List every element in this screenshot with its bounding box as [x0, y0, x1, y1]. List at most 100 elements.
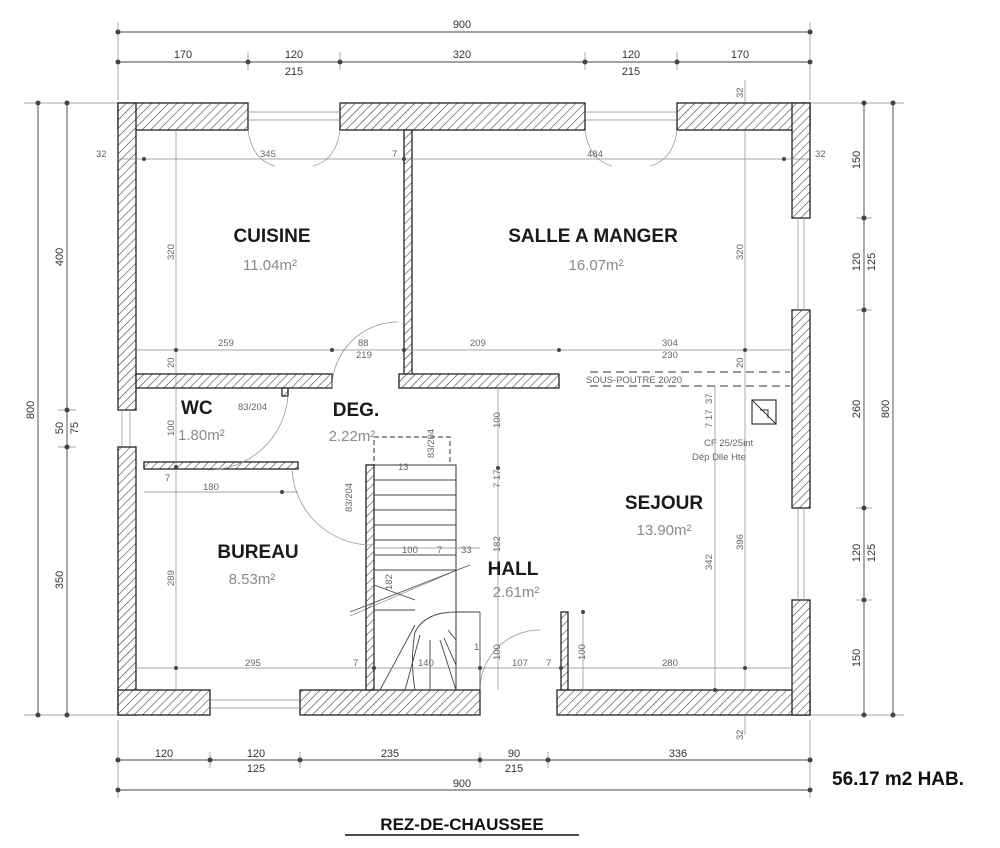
- dim-100-d: 100: [577, 644, 588, 660]
- dim-left-seg-1: 400: [54, 248, 66, 266]
- cf-label: CF 25/25int: [704, 438, 753, 449]
- dim-280: 280: [662, 658, 678, 669]
- dim-bottom-seg-4: 90: [508, 748, 520, 760]
- dim-bottom-seg-5: 336: [669, 748, 687, 760]
- dim-32-bottom: 32: [735, 729, 746, 740]
- dim-bottom-overall: 900: [453, 778, 471, 790]
- dim-32-left: 32: [96, 149, 107, 160]
- dim-219: 219: [356, 350, 372, 361]
- dim-top-sub-b: 215: [622, 66, 640, 78]
- dim-bottom-seg-2: 120: [247, 748, 265, 760]
- dim-7-bot-a: 7: [353, 658, 358, 669]
- dim-295: 295: [245, 658, 261, 669]
- dim-88: 88: [358, 338, 369, 349]
- dim-right-seg-3: 260: [851, 400, 863, 418]
- openings: [121, 111, 805, 709]
- staircase: [349, 436, 481, 691]
- dim-right-seg-4: 120: [851, 544, 863, 562]
- exterior-walls: [117, 102, 811, 716]
- dep-label: Dép Dlle Hte: [692, 452, 746, 463]
- dim-7-100: 7: [437, 545, 442, 556]
- dim-140: 140: [418, 658, 434, 669]
- room-bureau-name: BUREAU: [217, 542, 298, 563]
- dim-top-seg-5: 170: [731, 49, 749, 61]
- room-deg-area: 2.22m²: [329, 428, 376, 445]
- dim-100-a: 100: [166, 420, 177, 436]
- room-sejour-name: SEJOUR: [625, 493, 703, 514]
- dims-left: 800 400 50 75 350: [24, 100, 120, 718]
- chimney-flue-icon: [751, 399, 777, 425]
- dim-484: 484: [587, 149, 603, 160]
- dim-right-sub-b: 125: [866, 544, 878, 562]
- dim-180: 180: [203, 482, 219, 493]
- dim-304: 304: [662, 338, 678, 349]
- dim-33: 33: [461, 545, 472, 556]
- dim-bottom-sub-b: 215: [505, 763, 523, 775]
- dim-1: 1: [474, 642, 479, 653]
- dim-107: 107: [512, 658, 528, 669]
- door-swings: [207, 321, 541, 691]
- dim-83-204-c: 83/204: [344, 483, 355, 512]
- room-salle-name: SALLE A MANGER: [508, 226, 678, 247]
- dim-83-204-b: 83/204: [426, 429, 437, 458]
- dim-342: 342: [704, 554, 715, 570]
- dim-top-overall: 900: [453, 19, 471, 31]
- dim-top-seg-2: 120: [285, 49, 303, 61]
- dim-83-204-a: 83/204: [238, 402, 267, 413]
- dim-left-seg-2: 50: [54, 422, 66, 434]
- dim-100-e: 100: [402, 545, 418, 556]
- sous-poutre-label: SOUS-POUTRE 20/20: [586, 375, 682, 386]
- room-bureau-area: 8.53m²: [229, 571, 276, 588]
- room-wc-name: WC: [181, 398, 213, 419]
- room-cuisine-name: CUISINE: [233, 226, 310, 247]
- room-salle-area: 16.07m²: [568, 257, 623, 274]
- dim-bottom-seg-3: 235: [381, 748, 399, 760]
- dim-259: 259: [218, 338, 234, 349]
- dim-right-seg-5: 150: [851, 649, 863, 667]
- dim-20-b: 20: [735, 357, 746, 368]
- dim-289: 289: [166, 570, 177, 586]
- dim-7-17-b: 7 17: [704, 410, 715, 429]
- dim-345: 345: [260, 149, 276, 160]
- dim-7-wc: 7: [165, 473, 170, 484]
- total-habitable-area: 56.17 m2 HAB.: [832, 769, 964, 790]
- interior-dim-text: 32 345 7 484 32 32 32 320 320 259 88 219…: [96, 87, 826, 740]
- dim-top-seg-1: 170: [174, 49, 192, 61]
- dim-left-overall: 800: [25, 401, 37, 419]
- room-labels: CUISINE 11.04m² SALLE A MANGER 16.07m² W…: [178, 226, 703, 601]
- room-hall-name: HALL: [488, 559, 539, 580]
- dim-20-a: 20: [166, 357, 177, 368]
- dim-100-b: 100: [492, 412, 503, 428]
- interior-walls: [135, 129, 790, 691]
- dim-top-sub-a: 215: [285, 66, 303, 78]
- dim-320-a: 320: [166, 244, 177, 260]
- dim-left-seg-3: 350: [54, 571, 66, 589]
- dim-320-b: 320: [735, 244, 746, 260]
- room-deg-name: DEG.: [333, 400, 379, 421]
- room-cuisine-area: 11.04m²: [243, 257, 297, 274]
- dim-7-bot-b: 7: [546, 658, 551, 669]
- dim-right-seg-1: 150: [851, 151, 863, 169]
- dim-right-overall: 800: [880, 400, 892, 418]
- dim-396: 396: [735, 534, 746, 550]
- dim-182-b: 182: [384, 574, 395, 590]
- drawing-title: REZ-DE-CHAUSSEE: [380, 815, 543, 834]
- dim-right-sub-a: 125: [866, 253, 878, 271]
- dim-7-17-a: 7 17: [492, 470, 503, 489]
- dims-right: 150 120 125 260 120 125 150 800: [808, 100, 904, 718]
- interior-dim-lines: [118, 80, 810, 735]
- dim-230: 230: [662, 350, 678, 361]
- dim-32-top: 32: [735, 87, 746, 98]
- room-hall-area: 2.61m²: [493, 584, 540, 601]
- dim-7-top: 7: [392, 149, 397, 160]
- dim-top-seg-3: 320: [453, 49, 471, 61]
- dims-bottom: 120 120 235 90 336 125 215 900: [115, 720, 813, 798]
- dim-13: 13: [398, 462, 409, 473]
- dim-182-a: 182: [492, 536, 503, 552]
- dim-right-seg-2: 120: [851, 253, 863, 271]
- room-wc-area: 1.80m²: [178, 427, 225, 444]
- room-sejour-area: 13.90m²: [636, 522, 691, 539]
- dim-left-sub: 75: [69, 422, 81, 434]
- dims-top: 900 170 120 320 120 170 215 215: [115, 19, 813, 100]
